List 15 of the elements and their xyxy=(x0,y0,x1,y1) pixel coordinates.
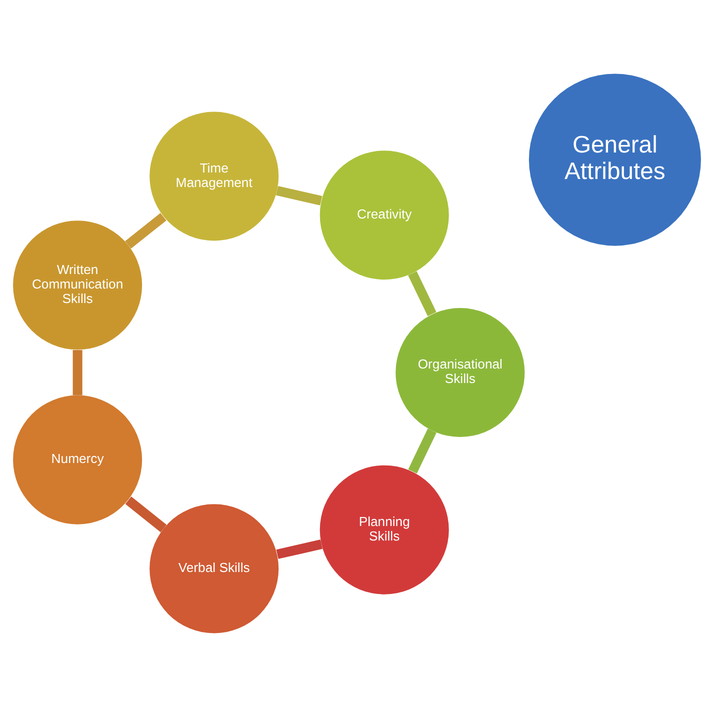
connector xyxy=(408,271,436,316)
connector xyxy=(72,350,82,396)
connector xyxy=(276,540,323,559)
node-circle: General Attributes xyxy=(528,74,701,246)
node-circle: Creativity xyxy=(320,150,449,280)
node-circle: Organisational Skills xyxy=(396,308,525,437)
node-circle: Verbal Skills xyxy=(150,504,279,634)
connector xyxy=(125,212,166,249)
connector xyxy=(125,496,167,532)
connector xyxy=(408,428,436,474)
node-circle: Time Management xyxy=(150,112,279,241)
node-circle: Planning Skills xyxy=(320,465,449,594)
connector xyxy=(276,186,322,206)
node-circle: Written Communication Skills xyxy=(13,220,142,350)
node-circle: Numercy xyxy=(13,395,142,524)
